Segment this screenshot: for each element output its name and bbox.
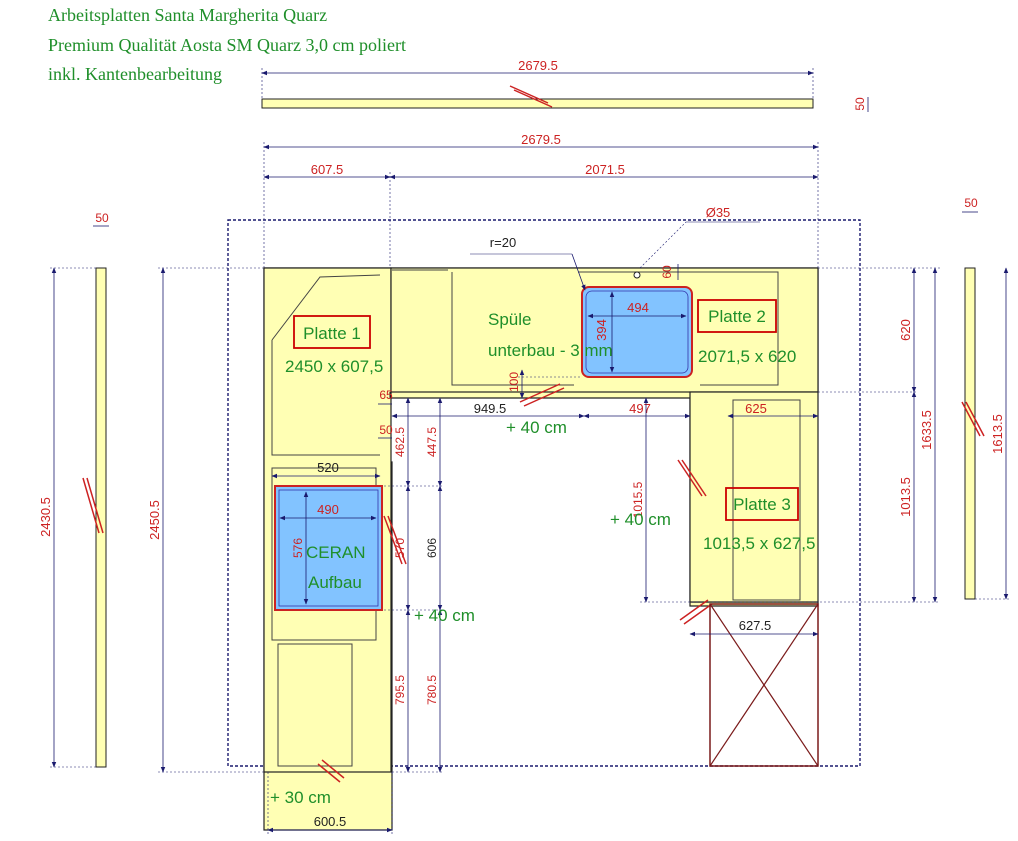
dim-sink-radius: r=20 (490, 235, 516, 250)
dim-platte3-width: 625 (745, 401, 767, 416)
dim-left-upper-gap2: 447.5 (425, 427, 439, 457)
appliance-box (709, 603, 819, 767)
dim-right-total-depth: 1633.5 (919, 410, 934, 450)
dim-sink-gap: 100 (507, 372, 521, 392)
dim-ceran-depth: 576 (291, 538, 305, 558)
slab-label-box-1 (293, 315, 371, 349)
dim-left-lower-2: 780.5 (425, 675, 439, 705)
dim-right-width: 2071.5 (585, 162, 625, 177)
ceran-label-2: Aufbau (308, 573, 362, 592)
slab-name-1: Platte 1 (303, 324, 361, 343)
extra-left-label: + 40 cm (414, 606, 475, 625)
sink-label-2: unterbau - 3 mm (488, 341, 613, 360)
slab-name-2: Platte 2 (708, 307, 766, 326)
slab-size-3: 1013,5 x 627,5 (703, 534, 815, 553)
dim-left-width: 607.5 (311, 162, 344, 177)
dim-inner-offset2: 497 (629, 401, 651, 416)
sink-cutout (581, 286, 693, 378)
dim-left-strip-length: 2430.5 (38, 497, 53, 537)
slab-size-1: 2450 x 607,5 (285, 357, 383, 376)
dim-left-strip-thickness: 50 (95, 211, 109, 225)
ceran-label-1: CERAN (306, 543, 366, 562)
dim-sink-depth: 394 (594, 319, 609, 341)
dim-bottom-left-width: 600.5 (314, 814, 347, 829)
ceran-cutout (274, 485, 383, 611)
dim-left-upper-gap: 462.5 (393, 427, 407, 457)
dim-sink-hole-diameter: Ø35 (706, 205, 731, 220)
dim-right-strip-length: 1613.5 (990, 414, 1005, 454)
slab-size-2: 2071,5 x 620 (698, 347, 796, 366)
dim-sink-offset: 60 (660, 265, 674, 279)
dim-right-lower-depth: 1013.5 (898, 477, 913, 517)
dim-platte3-depth: 1015.5 (631, 481, 645, 518)
extra-mid-label: + 40 cm (506, 418, 567, 437)
dim-inner-offset: 65 (379, 388, 393, 402)
dim-ceran-outer-width: 520 (317, 460, 339, 475)
dim-ceran-block: 606 (425, 538, 439, 558)
dim-left-lower-1: 795.5 (393, 675, 407, 705)
extra-right-label: + 40 cm (610, 510, 671, 529)
dim-ceran-width: 490 (317, 502, 339, 517)
right-edge-strip (964, 267, 976, 600)
extra-bottom-label: + 30 cm (270, 788, 331, 807)
header-line-3: inkl. Kantenbearbeitung (48, 64, 222, 84)
room-outline (227, 219, 861, 767)
dim-right-strip-thickness: 50 (964, 196, 978, 210)
header-line-2: Premium Qualität Aosta SM Quarz 3,0 cm p… (48, 35, 406, 55)
dim-overall-width: 2679.5 (521, 132, 561, 147)
dim-top-strip-length: 2679.5 (518, 58, 558, 73)
dim-left-total-depth: 2450.5 (147, 500, 162, 540)
tap-hole (633, 271, 641, 279)
dim-inner-width: 949.5 (474, 401, 507, 416)
header-line-1: Arbeitsplatten Santa Margherita Quarz (48, 5, 328, 25)
left-edge-strip (95, 267, 107, 768)
slab-name-3: Platte 3 (733, 495, 791, 514)
dim-top-strip-thickness: 50 (853, 97, 867, 111)
dim-left-offset: 50 (379, 423, 393, 437)
slab-label-box-3 (725, 487, 799, 521)
slab-3 (689, 391, 819, 603)
slab-label-box-2 (697, 299, 777, 333)
dim-sink-width: 494 (627, 300, 649, 315)
dim-bottom-right-width: 627.5 (739, 618, 772, 633)
sink-label-1: Spüle (488, 310, 531, 329)
dim-right-depth: 620 (898, 319, 913, 341)
